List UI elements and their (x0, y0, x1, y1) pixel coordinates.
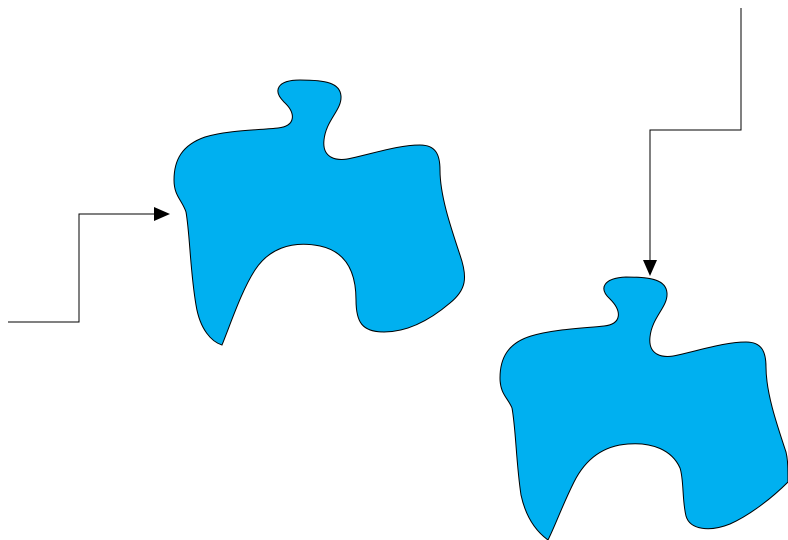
elbow-connector-left[interactable] (8, 213, 154, 323)
arrowhead-left (154, 207, 170, 221)
arrowhead-right (643, 260, 657, 276)
blob-shape-right[interactable] (499, 276, 788, 540)
blob-shape-left[interactable] (173, 79, 466, 346)
elbow-connector-right[interactable] (649, 8, 742, 260)
